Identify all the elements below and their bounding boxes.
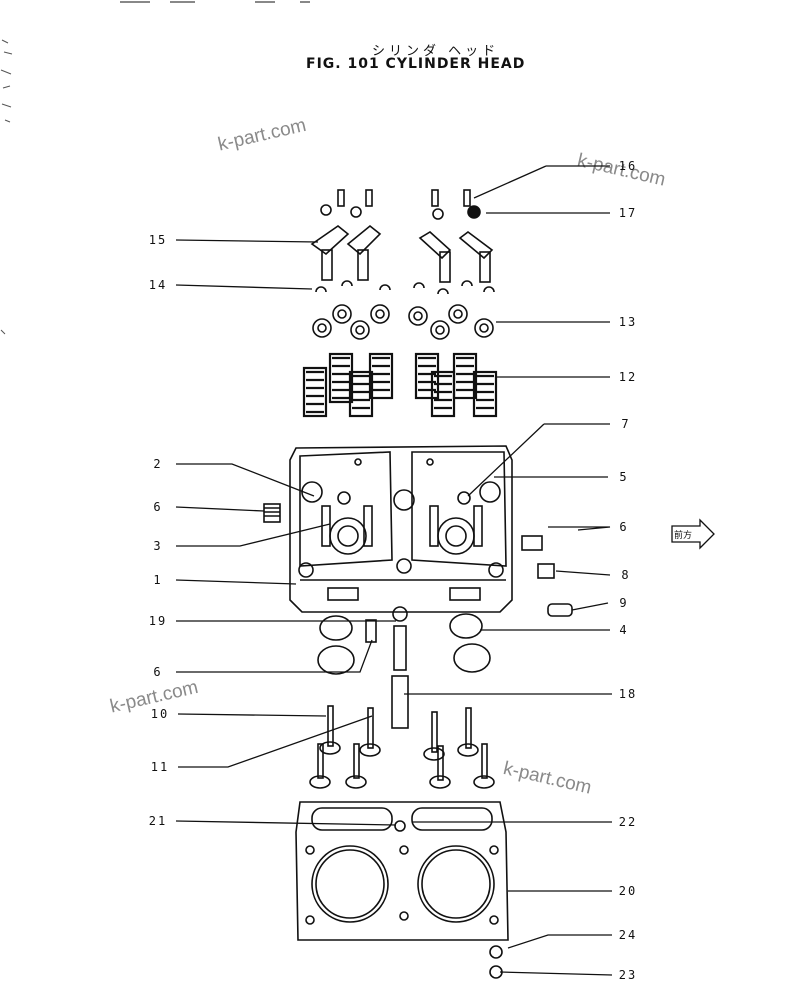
spring-retainers [312, 304, 494, 340]
callout-c10: 10 [150, 707, 170, 721]
top-studs [320, 189, 481, 220]
valves [309, 705, 495, 789]
plugs-and-pins [263, 503, 573, 643]
callout-c21: 21 [148, 814, 168, 828]
callout-c6b: 6 [619, 520, 629, 534]
valve-springs [302, 352, 498, 418]
callout-c15: 15 [148, 233, 168, 247]
callout-c22: 22 [618, 815, 638, 829]
callout-c1: 1 [153, 573, 163, 587]
front-label: 前方 [674, 531, 693, 541]
callout-c19: 19 [148, 614, 168, 628]
callout-c6c: 6 [153, 665, 163, 679]
callout-c12: 12 [618, 370, 638, 384]
callout-c7: 7 [621, 417, 631, 431]
callout-c23: 23 [618, 968, 638, 982]
callout-c9: 9 [619, 596, 629, 610]
figure-title-japanese: シリンダ ヘッド [372, 44, 500, 59]
callout-c4: 4 [619, 623, 629, 637]
cylinder-head-body [289, 445, 513, 613]
scan-noise [0, 39, 13, 335]
callout-c11: 11 [150, 760, 170, 774]
callout-c20: 20 [618, 884, 638, 898]
guide-tubes [391, 625, 409, 729]
rocker-arms [310, 224, 494, 283]
leader-lines [175, 165, 613, 976]
valve-cotters [315, 280, 495, 295]
callout-c18: 18 [618, 687, 638, 701]
head-gasket [295, 801, 509, 941]
callout-c8: 8 [621, 568, 631, 582]
callout-c6a: 6 [153, 500, 163, 514]
callout-c13: 13 [618, 315, 638, 329]
callout-c3: 3 [153, 539, 163, 553]
callout-c2: 2 [153, 457, 163, 471]
valve-seats [317, 606, 491, 675]
callout-c5: 5 [619, 470, 629, 484]
callout-c16: 16 [618, 159, 638, 173]
callout-c24: 24 [618, 928, 638, 942]
o-rings [489, 945, 503, 979]
front-direction-arrow [671, 518, 715, 550]
figure-title: FIG. 101 CYLINDER HEAD [306, 56, 526, 72]
callout-c17: 17 [618, 206, 638, 220]
callout-c14: 14 [148, 278, 168, 292]
